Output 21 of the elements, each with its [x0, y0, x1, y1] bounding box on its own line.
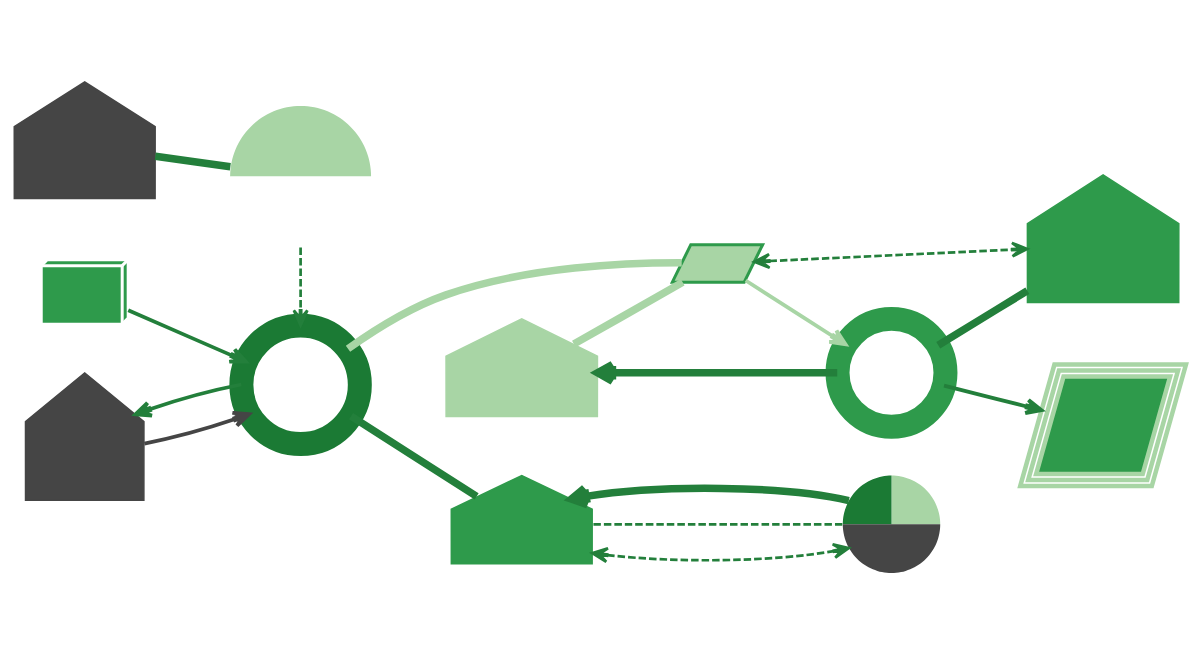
- arrow: [752, 241, 1029, 270]
- node-layers: [1017, 362, 1189, 489]
- arrow: [133, 382, 242, 418]
- arrow: [567, 484, 850, 509]
- connector: [345, 258, 682, 352]
- connector: [936, 287, 1030, 349]
- arrow: [127, 308, 248, 364]
- connector: [349, 412, 479, 500]
- arrow: [144, 410, 251, 446]
- node-picture: [13, 81, 156, 200]
- arrow: [744, 278, 848, 347]
- node-picture: [445, 318, 599, 418]
- node-tile: [669, 243, 766, 284]
- arrow: [943, 383, 1044, 415]
- arrow: [593, 360, 838, 386]
- connector: [592, 522, 843, 526]
- arrow: [292, 247, 309, 327]
- node-picture: [24, 371, 145, 502]
- arrow: [590, 543, 851, 564]
- connector: [572, 279, 685, 348]
- node-picture: [1026, 174, 1180, 304]
